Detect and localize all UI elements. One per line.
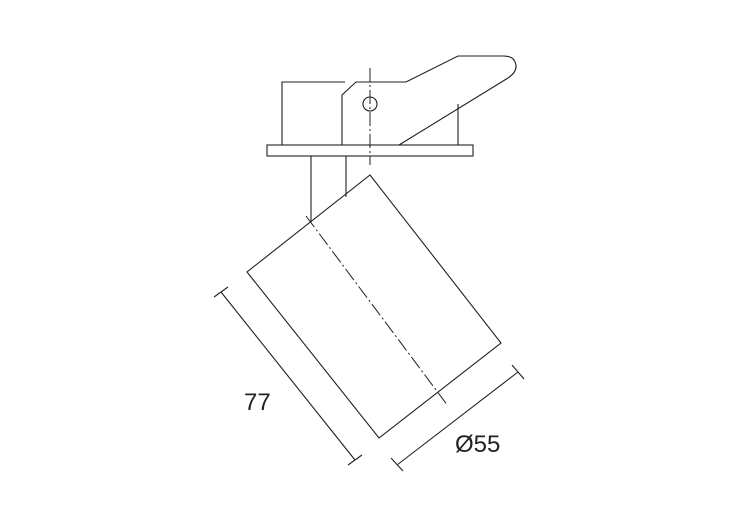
length-dimension	[213, 286, 363, 466]
length-dimension-label: 77	[244, 389, 271, 416]
length-dimension-line	[220, 291, 356, 461]
bracket-arm	[341, 55, 517, 146]
diameter-dimension-line	[396, 371, 519, 466]
diameter-tick-left	[390, 457, 404, 472]
housing-box	[281, 81, 459, 145]
lamp-body	[246, 174, 502, 439]
diameter-dimension	[390, 364, 525, 472]
lamp-centerline	[305, 215, 449, 407]
length-tick-bottom	[347, 454, 363, 466]
length-tick-top	[213, 286, 229, 298]
stem	[310, 156, 347, 222]
diameter-tick-right	[511, 364, 525, 380]
diameter-dimension-label: Ø55	[455, 431, 500, 458]
